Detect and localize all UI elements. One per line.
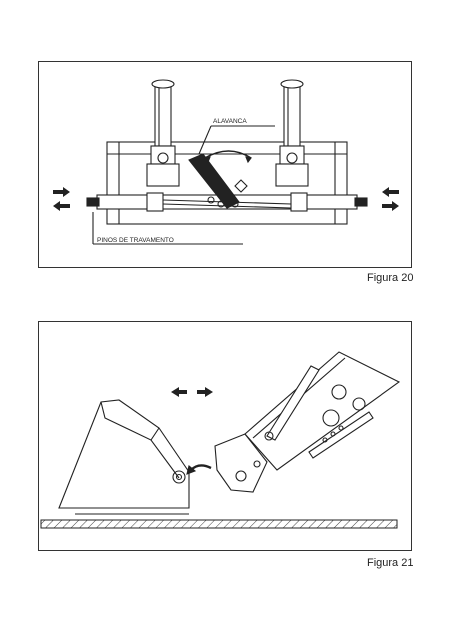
right-hydraulic-cylinder — [275, 79, 309, 187]
left-hydraulic-cylinder — [146, 79, 180, 187]
bucket — [58, 399, 190, 509]
rotation-arrow-icon — [204, 150, 252, 159]
left-locking-pin — [86, 197, 100, 207]
right-locking-pin — [354, 197, 368, 207]
right-direction-arrows-icon — [382, 187, 399, 211]
figure-20-caption: Figura 20 — [367, 272, 414, 284]
figure-21-frame — [38, 321, 412, 551]
ground — [40, 519, 398, 529]
attachment-frame-plate — [106, 141, 348, 225]
lever — [188, 153, 240, 209]
figure-20-drawing: ALAVANCA PINOS DE TRAVAMENTO — [53, 79, 399, 245]
lever-label: ALAVANCA — [213, 118, 247, 125]
figure-21-caption: Figura 21 — [367, 557, 414, 569]
left-right-arrows-icon — [171, 387, 213, 397]
locking-pins-label: PINOS DE TRAVAMENTO — [97, 237, 174, 244]
figure-21-drawing — [40, 351, 401, 529]
attach-arrow-icon — [190, 464, 212, 471]
left-direction-arrows-icon — [53, 187, 70, 211]
figure-20-frame: ALAVANCA PINOS DE TRAVAMENTO — [38, 61, 412, 268]
